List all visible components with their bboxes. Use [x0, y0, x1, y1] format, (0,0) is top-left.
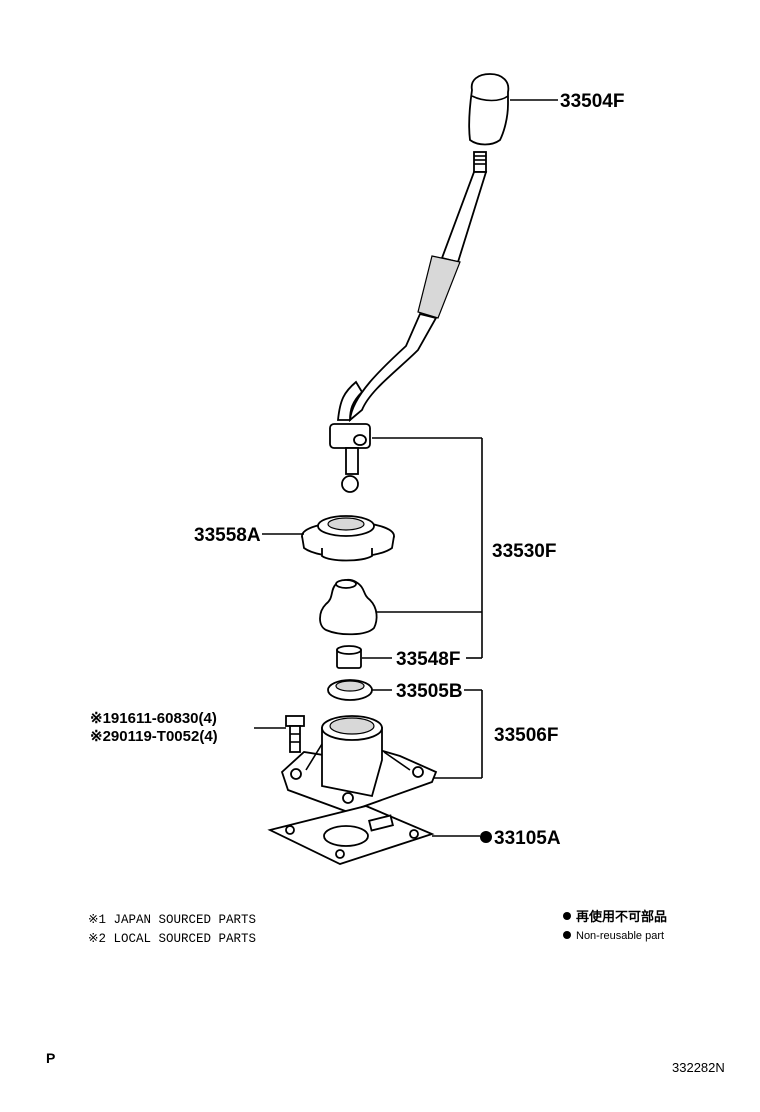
shift-housing — [280, 715, 438, 813]
bushing — [336, 645, 362, 669]
lever-collar — [329, 423, 371, 493]
lever-thread — [473, 151, 487, 173]
leader-lines — [254, 99, 558, 837]
legend-nonreusable-en: Non-reusable part — [576, 930, 664, 942]
label-seat: 33505B — [396, 681, 463, 702]
footer-code-left: P — [46, 1050, 55, 1066]
lever-boot — [319, 578, 378, 636]
label-bolt-local: ※290119-T0052(4) — [90, 728, 218, 745]
legend-nonreusable-jp: 再使用不可部品 — [576, 909, 667, 924]
label-lever-assy: 33530F — [492, 541, 556, 562]
retainer-ring — [301, 515, 395, 562]
label-bushing: 33548F — [396, 649, 460, 670]
nonreusable-dot — [480, 831, 492, 843]
label-retainer: 33558A — [194, 525, 261, 546]
shift-knob — [468, 73, 510, 146]
note-local-sourced: ※2 LOCAL SOURCED PARTS — [88, 932, 256, 946]
label-gasket: 33105A — [494, 828, 561, 849]
footer-code-right: 332282N — [672, 1060, 725, 1075]
label-bolt-japan: ※191611-60830(4) — [90, 710, 217, 727]
gasket — [267, 805, 435, 865]
label-housing-assy: 33506F — [494, 725, 558, 746]
seat-ring — [327, 679, 373, 701]
note-japan-sourced: ※1 JAPAN SOURCED PARTS — [88, 913, 256, 927]
legend-dot-jp — [563, 912, 571, 920]
bolt — [285, 715, 305, 753]
label-knob: 33504F — [560, 91, 624, 112]
shift-lever — [337, 171, 488, 423]
legend-dot-en — [563, 931, 571, 939]
